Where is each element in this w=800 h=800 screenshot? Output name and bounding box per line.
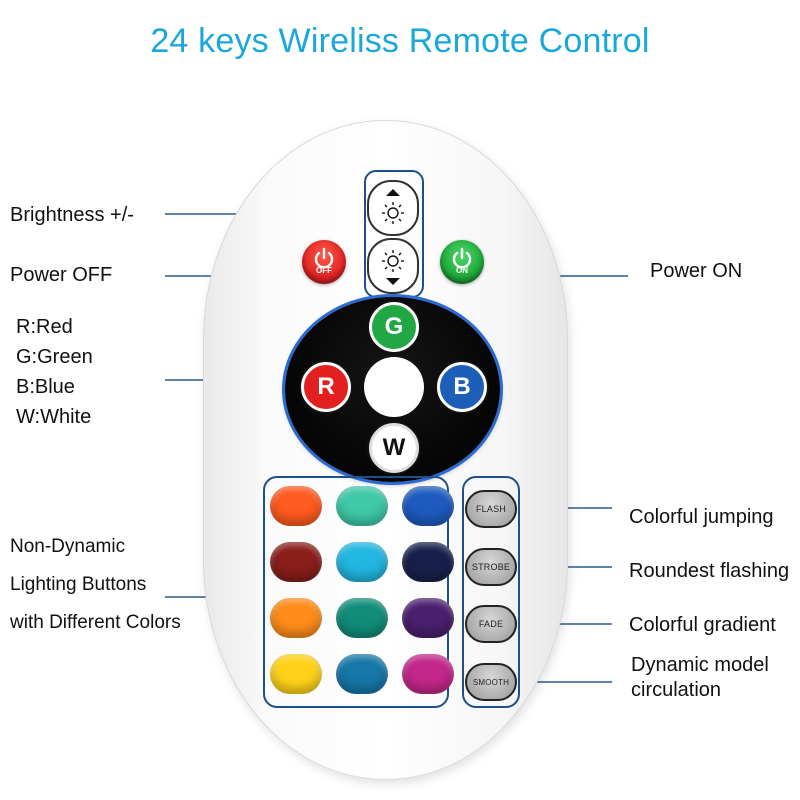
- static-colors-frame: [263, 476, 449, 708]
- rgb-legend: R:Red G:Green B:Blue W:White: [16, 312, 93, 432]
- page-title: 24 keys Wireliss Remote Control: [150, 22, 650, 60]
- static-line-3: with Different Colors: [10, 612, 181, 633]
- blue-button[interactable]: B: [437, 362, 487, 412]
- roundest-flashing-label: Roundest flashing: [629, 560, 790, 582]
- green-button[interactable]: G: [369, 302, 419, 352]
- brightness-down-icon: [382, 250, 404, 285]
- color-swatch-button[interactable]: [270, 598, 322, 638]
- dynamic-model-label: Dynamic model circulation: [631, 653, 769, 703]
- static-line-1: Non-Dynamic: [10, 536, 126, 557]
- white-button[interactable]: W: [369, 423, 419, 473]
- color-swatch-button[interactable]: [402, 542, 454, 582]
- rgb-legend-blue: B:Blue: [16, 376, 75, 398]
- brightness-up-icon: [382, 189, 404, 224]
- smooth-button[interactable]: SMOOTH: [465, 663, 517, 701]
- power-off-icon: [314, 247, 334, 269]
- power-off-button[interactable]: OFF: [302, 240, 346, 284]
- power-on-label: Power ON: [650, 260, 743, 282]
- power-off-label: Power OFF: [10, 264, 113, 286]
- colorful-jumping-label: Colorful jumping: [629, 506, 774, 528]
- white-center-button[interactable]: [364, 357, 424, 417]
- color-swatch-button[interactable]: [336, 654, 388, 694]
- color-swatch-button[interactable]: [402, 598, 454, 638]
- color-swatch-button[interactable]: [336, 486, 388, 526]
- color-swatch-button[interactable]: [336, 542, 388, 582]
- power-off-text: OFF: [316, 266, 332, 275]
- color-swatch-button[interactable]: [270, 542, 322, 582]
- static-colors-label: Non-Dynamic Lighting Buttons with Differ…: [10, 528, 181, 642]
- power-on-button[interactable]: ON: [440, 240, 484, 284]
- brightness-label: Brightness +/-: [10, 204, 134, 226]
- dynamic-line-1: Dynamic model: [631, 654, 769, 676]
- rgb-legend-green: G:Green: [16, 346, 93, 368]
- mode-frame: [462, 476, 520, 708]
- static-line-2: Lighting Buttons: [10, 574, 147, 595]
- brightness-down-button[interactable]: [367, 238, 419, 294]
- color-swatch-button[interactable]: [402, 486, 454, 526]
- color-swatch-button[interactable]: [336, 598, 388, 638]
- color-swatch-button[interactable]: [402, 654, 454, 694]
- fade-button[interactable]: FADE: [465, 605, 517, 643]
- rgb-legend-white: W:White: [16, 406, 92, 428]
- color-swatch-button[interactable]: [270, 486, 322, 526]
- colorful-gradient-label: Colorful gradient: [629, 614, 776, 636]
- dynamic-line-2: circulation: [631, 679, 722, 701]
- power-on-text: ON: [456, 266, 468, 275]
- brightness-up-button[interactable]: [367, 180, 419, 236]
- power-on-icon: [452, 247, 472, 269]
- red-button[interactable]: R: [301, 362, 351, 412]
- strobe-button[interactable]: STROBE: [465, 548, 517, 586]
- color-swatch-button[interactable]: [270, 654, 322, 694]
- flash-button[interactable]: FLASH: [465, 490, 517, 528]
- rgb-legend-red: R:Red: [16, 316, 73, 338]
